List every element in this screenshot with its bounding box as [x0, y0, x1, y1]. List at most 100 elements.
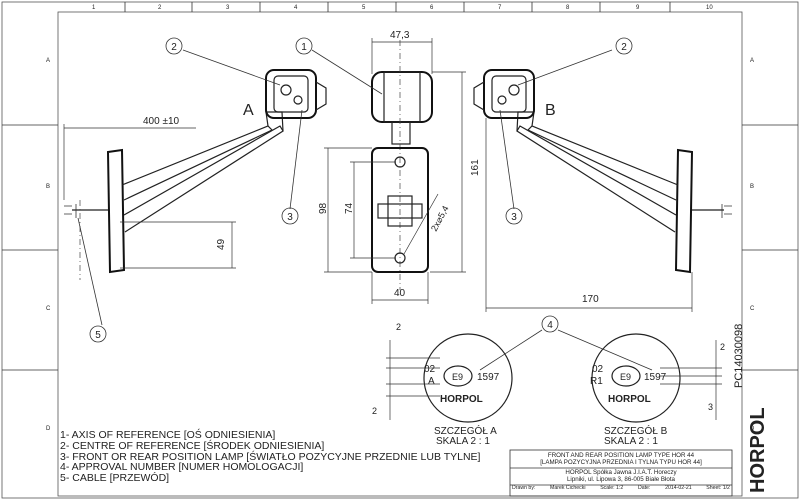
dim-detail-a-bottom: 2 [372, 406, 377, 416]
left-lamp-head [265, 69, 317, 119]
svg-text:A: A [750, 58, 754, 64]
dim-detail-a-top: 2 [396, 322, 401, 332]
note-5: 5- CABLE [PRZEWÓD] [60, 472, 170, 485]
balloon-2-right: 2 [615, 37, 633, 55]
right-lamp-view: B 170 [473, 49, 732, 312]
detail-b: 02 R1 E9 1597 HORPOL 2 3 SZCZEGÓŁ B SKAL… [479, 329, 725, 447]
svg-text:1: 1 [92, 5, 96, 11]
detail-a-mark: E9 [452, 372, 463, 382]
center-lamp-body [371, 71, 433, 123]
dim-detail-b-top: 2 [720, 342, 725, 352]
dim-arm-length: 400 ±10 [143, 116, 180, 127]
legend-notes: 1- AXIS OF REFERENCE [OŚ ODNIESIENIA] 2-… [60, 430, 500, 484]
left-arm-lower [123, 125, 284, 233]
logo-text: HORPOL [747, 407, 769, 493]
svg-text:1: 1 [301, 42, 307, 53]
note-1: 1- AXIS OF REFERENCE [OŚ ODNIESIENIA] [60, 429, 276, 441]
left-lamp-view: A 400 ±10 49 [63, 49, 327, 326]
detail-a-title: SZCZEGÓŁ A [434, 424, 497, 437]
svg-text:10: 10 [706, 5, 713, 11]
detail-b-number: 1597 [644, 372, 667, 383]
right-mount-plate [674, 148, 694, 274]
detail-a-code1: 02 [424, 364, 436, 375]
svg-text:B: B [750, 184, 754, 190]
grid-numbers-top: 1 2 3 4 5 6 7 8 9 10 [92, 5, 713, 11]
title-line-1: FRONT AND REAR POSITION LAMP TYPE HOR 44 [547, 452, 695, 459]
title-block-frame [509, 449, 733, 497]
center-mount-plate [371, 147, 429, 273]
grid-letters-left: A B C D [46, 58, 51, 432]
inner-frame [57, 11, 743, 497]
svg-text:9: 9 [636, 5, 640, 11]
title-block: FRONT AND REAR POSITION LAMP TYPE HOR 44… [512, 452, 730, 494]
title-meta-row: Drawn by: Marek Cichecki Scale: 1:2 Date… [512, 485, 730, 491]
detail-b-code2: R1 [590, 376, 603, 387]
side-code: PC14030098 [733, 324, 745, 388]
dim-40: 40 [394, 288, 406, 299]
title-line-2: [LAMPA POZYCYJNA PRZEDNIA I TYLNA TYPU H… [540, 459, 702, 466]
balloon-5: 5 [89, 325, 107, 343]
detail-b-title: SZCZEGÓŁ B [604, 424, 668, 437]
dim-161: 161 [470, 159, 481, 176]
dim-width-top: 47,3 [390, 30, 410, 41]
horpol-logo: HORPOL [747, 407, 769, 493]
dim-hole-diameter: 2x⌀5,4 [429, 204, 451, 233]
detail-a: 02 A E9 1597 HORPOL 2 2 SZCZEGÓŁ A SKALA… [372, 322, 513, 447]
detail-a-scale: SKALA 2 : 1 [436, 436, 490, 447]
scale-label: Scale: 1:2 [600, 485, 624, 491]
svg-text:3: 3 [287, 212, 293, 223]
balloon-3-right: 3 [505, 207, 523, 225]
dim-49: 49 [216, 238, 227, 250]
balloon-2-left: 2 [165, 37, 183, 55]
svg-text:5: 5 [95, 330, 101, 341]
svg-text:4: 4 [294, 5, 298, 11]
detail-a-code2: A [428, 376, 435, 387]
dim-74: 74 [344, 202, 355, 214]
date-label: Date: [637, 485, 651, 491]
dim-98: 98 [318, 202, 329, 214]
svg-text:7: 7 [498, 5, 502, 11]
sheet-label: Sheet: 1/2 [706, 485, 730, 491]
svg-text:3: 3 [511, 212, 517, 223]
dim-170: 170 [582, 294, 599, 305]
svg-text:3: 3 [226, 5, 230, 11]
company-address: Lipniki, ul. Lipowa 3, 86-005 Białe Błot… [566, 476, 675, 483]
note-4: 4- APPROVAL NUMBER [NUMER HOMOLOGACJI] [60, 461, 304, 474]
date: 2014-02-21 [665, 485, 692, 491]
svg-text:2: 2 [158, 5, 162, 11]
detail-b-scale: SKALA 2 : 1 [604, 436, 658, 447]
left-arm-upper [121, 125, 274, 201]
svg-text:2: 2 [171, 42, 177, 53]
right-lamp-head [483, 69, 535, 119]
svg-text:B: B [46, 184, 50, 190]
balloon-4: 4 [541, 315, 559, 333]
left-mount-plate [106, 148, 126, 274]
note-2: 2- CENTRE OF REFERENCE [ŚRODEK ODNIESIEN… [60, 439, 325, 452]
detail-a-number: 1597 [477, 372, 500, 383]
svg-text:6: 6 [430, 5, 434, 11]
grid-ticks [2, 2, 798, 371]
drawn-by-label: Drawn by: [512, 485, 536, 491]
svg-text:2: 2 [621, 42, 627, 53]
balloon-3-left: 3 [281, 207, 299, 225]
detail-b-brand: HORPOL [608, 394, 651, 405]
note-3: 3- FRONT OR REAR POSITION LAMP [ŚWIATŁO … [60, 450, 481, 463]
dim-detail-b-bottom: 3 [708, 402, 713, 412]
detail-b-code1: 02 [592, 364, 604, 375]
svg-text:D: D [46, 426, 51, 432]
center-lamp-view: 47,3 161 98 74 2x⌀5,4 40 [311, 30, 481, 304]
grid-letters-right: A B C D [750, 58, 755, 432]
drawn-by: Marek Cichecki [550, 485, 586, 491]
svg-text:D: D [750, 426, 755, 432]
side-code-text: PC14030098 [733, 324, 745, 388]
balloon-1: 1 [295, 37, 313, 55]
company-name: HORPOL Spółka Jawna J.I.A.T. Horeczy [565, 469, 677, 476]
view-label-b: B [545, 102, 556, 119]
balloons: 2 1 2 3 3 5 4 [89, 37, 633, 343]
svg-text:A: A [46, 58, 50, 64]
svg-text:C: C [46, 306, 51, 312]
view-label-a: A [243, 102, 254, 119]
detail-b-mark: E9 [620, 372, 631, 382]
svg-text:4: 4 [547, 320, 553, 331]
